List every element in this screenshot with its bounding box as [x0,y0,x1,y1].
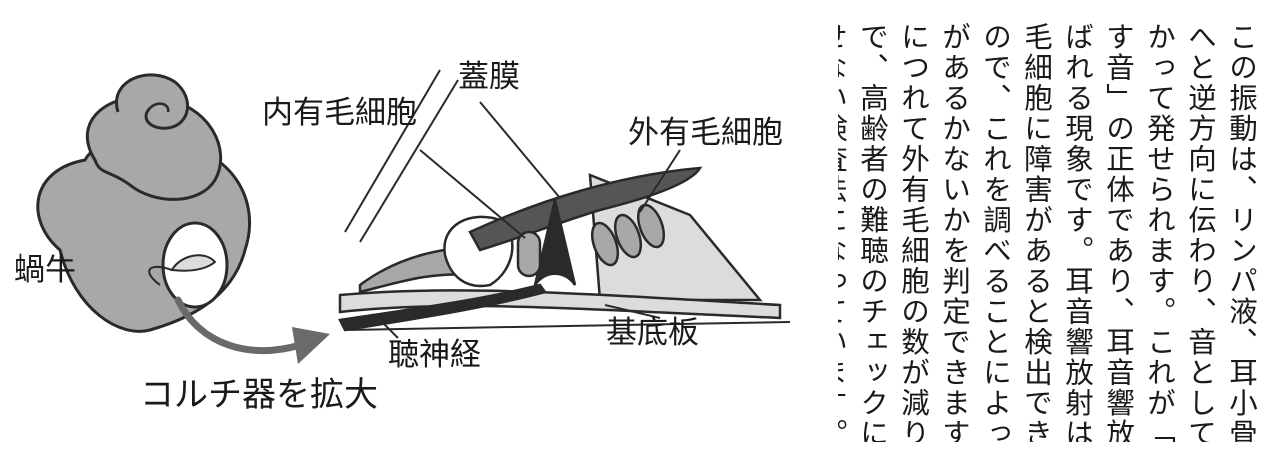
cochlea-figure: 蝸牛 コルチ器を拡大 蓋膜 内有毛細胞 外有毛細胞 聴神経 基底板 [14,59,791,415]
label-cochlea: 蝸牛 [14,252,76,288]
cochlea-illustration [36,73,251,333]
text-column: につれて外有毛細胞の数が減りますの [897,22,930,442]
right-tissue-mound [588,173,763,302]
leader-nerve [377,317,399,339]
text-column: があるかないかを判定できます。加齢 [938,22,971,442]
text-column: この振動は、リンパ液、耳小骨、鼓膜 [1225,22,1258,442]
leader-basilar [604,304,661,319]
enlarge-arrow [174,296,330,364]
text-column: す音」の正体であり、耳音響放射と呼 [1102,22,1135,442]
label-enlarge-caption: コルチ器を拡大 [140,375,378,415]
label-outer-hair-cell: 外有毛細胞 [628,115,783,151]
vertical-body-text: この振動は、リンパ液、耳小骨、鼓膜 へと逆方向に伝わり、音として外に向 かって発… [838,22,1262,442]
outer-hair-cell-2 [613,213,643,259]
label-tectorial-membrane: 蓋膜 [458,59,520,95]
tunnel-of-corti [533,199,577,286]
auditory-nerve-fiber [338,283,548,332]
inner-hair-cell-shape [516,230,542,278]
leader-tectorial [479,101,561,199]
magnify-line [148,265,173,286]
text-column: せない検査法になっています。 [838,22,848,442]
text-column: ばれる現象です。耳音響放射は、外有 [1061,22,1094,442]
organ-of-corti-illustration [338,69,791,339]
tectorial-membrane [468,166,703,252]
label-inner-hair-cell: 内有毛細胞 [262,95,417,131]
text-column: へと逆方向に伝わり、音として外に向 [1184,22,1217,442]
outer-hair-cell-1 [590,221,620,267]
cross-section-detail [170,254,217,272]
cochlea-top-coil [115,73,190,130]
text-column: かって発せられます。これが「耳の出 [1143,22,1176,442]
label-auditory-nerve: 聴神経 [388,337,481,373]
cochlea-spiral-line [149,102,170,113]
figure-drawing [36,69,791,364]
text-column: ので、これを調べることによって難聴 [979,22,1012,442]
leader-inner-hair [419,149,526,239]
label-basilar-membrane: 基底板 [606,315,699,351]
cochlea-middle-coil [85,95,223,201]
text-column: 毛細胞に障害があると検出できません [1020,22,1053,442]
text-column: で、高齢者の難聴のチェックには欠か [856,22,889,442]
leader-outer-hair [639,149,681,213]
